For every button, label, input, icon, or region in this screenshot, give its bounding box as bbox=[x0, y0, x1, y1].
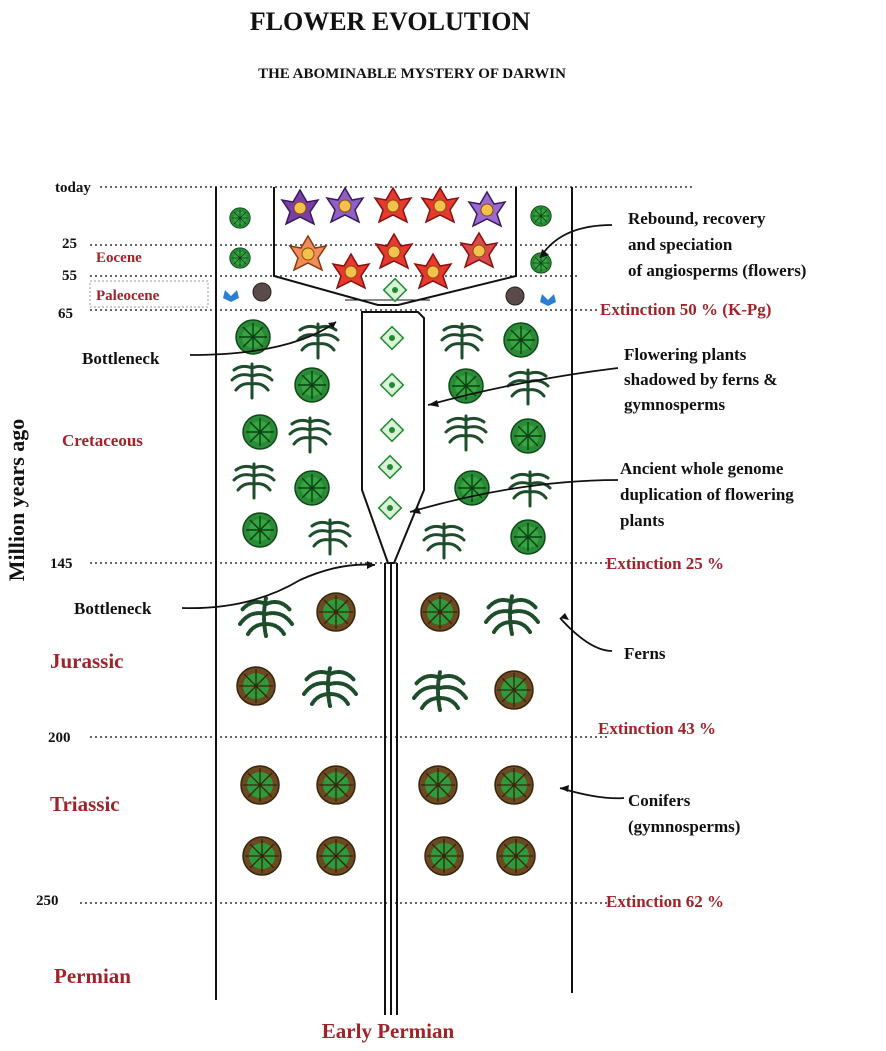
note-rebound-3: of angiosperms (flowers) bbox=[628, 261, 806, 280]
note-ferns: Ferns bbox=[624, 644, 666, 663]
column-borders bbox=[215, 187, 573, 1000]
angiosperm-lineage bbox=[273, 187, 517, 1015]
period-permian: Permian bbox=[54, 964, 131, 988]
diagram-subtitle: THE ABOMINABLE MYSTERY OF DARWIN bbox=[258, 66, 566, 82]
note-genome-2: duplication of flowering bbox=[620, 485, 794, 504]
annotation-arrows bbox=[181, 224, 625, 800]
time-labels: today 25 55 65 145 200 250 bbox=[36, 180, 91, 909]
note-bottleneck-bottom: Bottleneck bbox=[74, 599, 152, 618]
note-genome-3: plants bbox=[620, 511, 665, 530]
period-jurassic: Jurassic bbox=[50, 649, 124, 673]
time-label-200: 200 bbox=[48, 730, 71, 746]
time-gridlines bbox=[80, 186, 692, 904]
extinction-kpg: Extinction 50 % (K-Pg) bbox=[600, 300, 771, 319]
note-shadowed-2: shadowed by ferns & bbox=[624, 370, 778, 389]
note-rebound-1: Rebound, recovery bbox=[628, 209, 766, 228]
arrow-heads bbox=[328, 249, 569, 792]
extinction-250: Extinction 62 % bbox=[606, 892, 724, 911]
extinction-145: Extinction 25 % bbox=[606, 554, 724, 573]
note-shadowed-1: Flowering plants bbox=[624, 345, 747, 364]
tertiary-conifers bbox=[223, 205, 556, 306]
period-early-permian: Early Permian bbox=[322, 1019, 455, 1043]
time-label-250: 250 bbox=[36, 893, 59, 909]
triassic-plants bbox=[240, 765, 536, 876]
note-shadowed-3: gymnosperms bbox=[624, 395, 725, 414]
jurassic-plants bbox=[236, 592, 540, 712]
note-genome-1: Ancient whole genome bbox=[620, 459, 784, 478]
time-label-55: 55 bbox=[62, 268, 77, 284]
note-bottleneck-top: Bottleneck bbox=[82, 349, 160, 368]
extinction-200: Extinction 43 % bbox=[598, 719, 716, 738]
extinction-labels: Extinction 50 % (K-Pg) Extinction 25 % E… bbox=[598, 300, 771, 911]
period-labels: Eocene Paleocene Cretaceous Jurassic Tri… bbox=[50, 250, 455, 1043]
diagram-title: FLOWER EVOLUTION bbox=[250, 7, 531, 36]
period-cretaceous: Cretaceous bbox=[62, 431, 143, 450]
ancient-flowers bbox=[377, 325, 405, 521]
time-label-65: 65 bbox=[58, 306, 73, 322]
period-triassic: Triassic bbox=[50, 792, 120, 816]
note-rebound-2: and speciation bbox=[628, 235, 733, 254]
y-axis-label: Million years ago bbox=[4, 419, 29, 582]
period-eocene: Eocene bbox=[96, 250, 142, 266]
note-conifers-1: Conifers bbox=[628, 791, 691, 810]
time-label-today: today bbox=[55, 180, 91, 196]
annotations: Rebound, recovery and speciation of angi… bbox=[74, 209, 806, 836]
note-conifers-2: (gymnosperms) bbox=[628, 817, 740, 836]
time-label-25: 25 bbox=[62, 236, 77, 252]
time-label-145: 145 bbox=[50, 556, 73, 572]
period-paleocene: Paleocene bbox=[96, 288, 160, 304]
